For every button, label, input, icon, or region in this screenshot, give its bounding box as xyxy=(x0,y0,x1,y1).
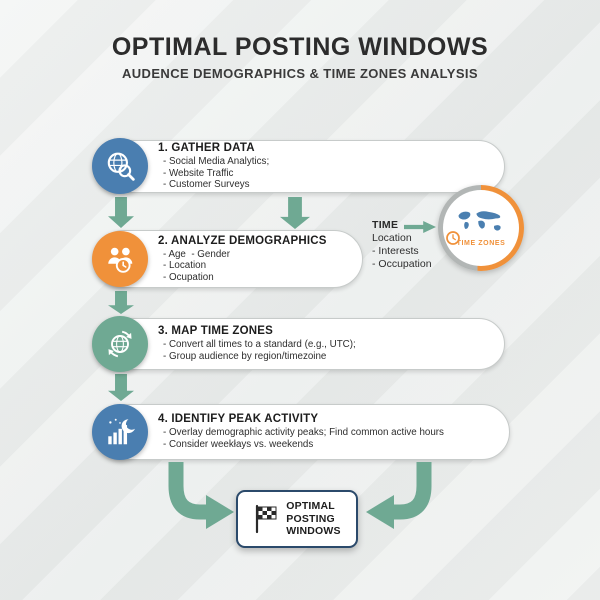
time-zones-badge-inner: TIME ZONES xyxy=(443,190,519,266)
step-item: - Website Traffic xyxy=(163,167,234,179)
step-item: - Ocupation xyxy=(163,271,214,283)
step-1-card: 1. GATHER DATA - Social Media Analytics;… xyxy=(95,140,505,193)
step-1-heading: 1. GATHER DATA xyxy=(158,142,255,155)
world-map-icon xyxy=(458,211,501,231)
page-title: OPTIMAL POSTING WINDOWS xyxy=(111,33,489,61)
time-zones-badge: TIME ZONES xyxy=(438,185,524,271)
checkered-flag-icon xyxy=(256,504,277,534)
time-annotation-lead: TIME xyxy=(372,219,399,231)
arrow-step3-to-step4 xyxy=(108,374,134,401)
globe-sync-icon xyxy=(108,330,132,358)
step-item: - Consider weekłays vs. weekends xyxy=(163,439,314,450)
step-2-icon-circle xyxy=(92,231,148,287)
result-line: POSTING xyxy=(286,512,335,525)
arrow-step1-to-step2-center xyxy=(280,197,310,229)
step-3-icon-circle xyxy=(92,316,148,372)
step-4-card: 4. IDENTIFY PEAK ACTIVITY - Overlay demo… xyxy=(95,404,510,460)
step-item: - Convert all times to a standard (e.g.,… xyxy=(163,339,356,351)
step-item: - Customer Surveys xyxy=(163,179,250,191)
time-annotation-line: - Interests xyxy=(372,245,419,257)
arrow-step1-to-step2-left xyxy=(108,197,134,228)
step-item: - Overlay demographic activity peaks; Fi… xyxy=(163,427,444,439)
time-annotation: TIME Location - Interests - Occupation xyxy=(372,219,432,271)
step-item: - Age - Gender xyxy=(163,248,230,260)
arrow-right-to-result xyxy=(366,462,432,529)
step-4-icon-circle xyxy=(92,404,148,460)
step-item: - Group audience by region/timezoine xyxy=(163,351,327,362)
arrow-left-to-result xyxy=(168,462,234,529)
result-text: OPTIMAL POSTING WINDOWS xyxy=(286,500,340,538)
step-3-card: 3. MAP TIME ZONES - Convert all times to… xyxy=(95,318,505,370)
step-2-heading: 2. ANALYZE DEMOGRAPHICS xyxy=(158,234,327,247)
step-item: - Social Media Analytics; xyxy=(163,156,270,168)
time-zones-label: TIME ZONES xyxy=(456,240,506,247)
page-subtitle: AUDENCE DEMOGRAPHICS & TIME ZONES ANALYS… xyxy=(121,66,479,81)
people-clock-icon xyxy=(108,247,133,273)
step-3-heading: 3. MAP TIME ZONES xyxy=(158,325,274,338)
arrow-step2-to-step3 xyxy=(108,291,134,314)
time-annotation-line: Location xyxy=(372,232,412,244)
result-box: OPTIMAL POSTING WINDOWS xyxy=(236,490,358,548)
time-annotation-line: - Occupation xyxy=(372,258,432,270)
step-item: - Location xyxy=(163,260,207,272)
bar-chart-moon-icon xyxy=(108,418,135,445)
result-line: OPTIMAL xyxy=(286,500,335,513)
result-line: WINDOWS xyxy=(286,525,341,538)
step-1-icon-circle xyxy=(92,138,148,194)
globe-search-icon xyxy=(107,152,135,181)
clock-icon xyxy=(446,231,460,245)
step-4-heading: 4. IDENTIFY PEAK ACTIVITY xyxy=(158,413,319,426)
